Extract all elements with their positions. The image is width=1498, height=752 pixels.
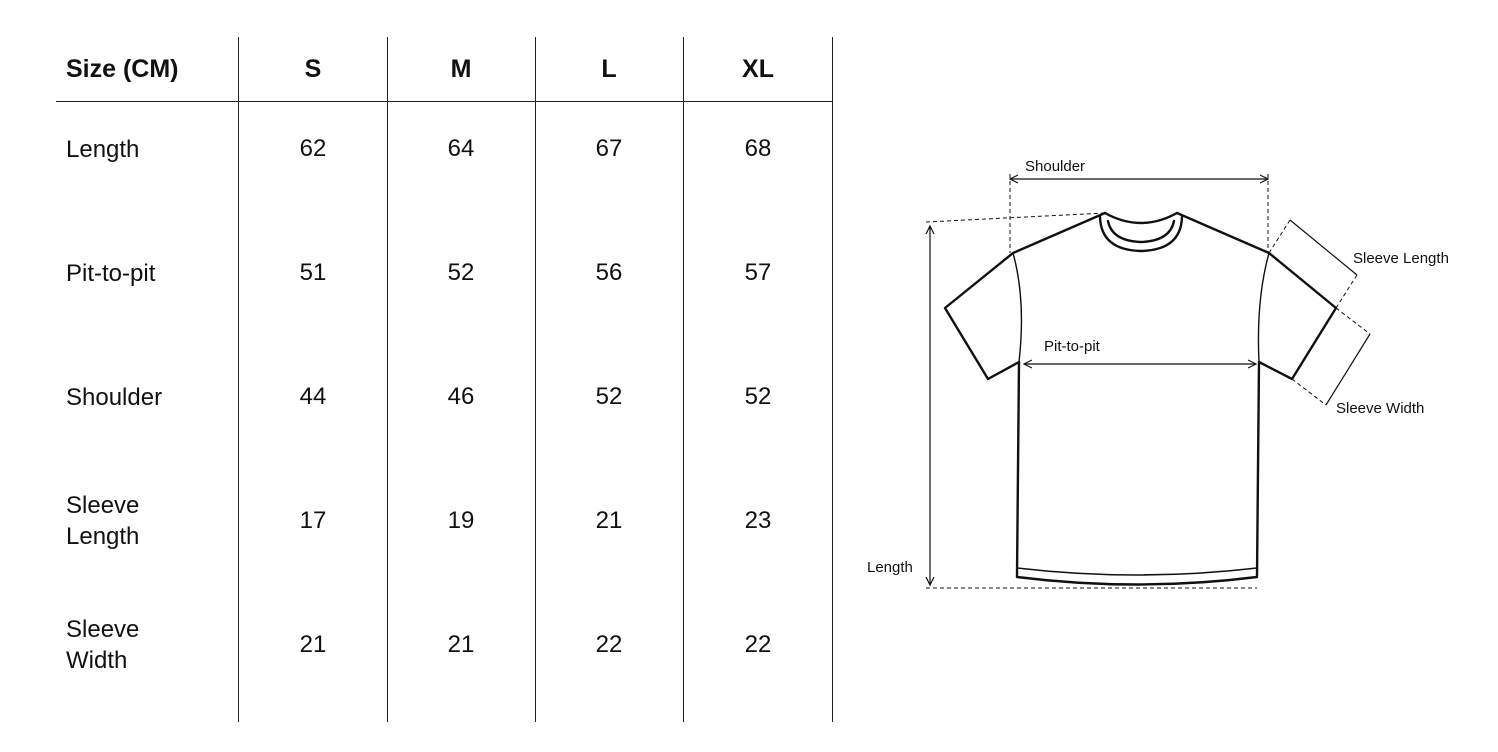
table-row-pit-to-pit: Pit-to-pit 51 52 56 57 — [56, 211, 833, 335]
row-label: Shoulder — [66, 383, 163, 411]
table-row-sleeve-width: Sleeve Width 21 21 22 22 — [56, 583, 833, 707]
header-size-xl: XL — [742, 54, 774, 83]
table-header-row: Size (CM) S M L XL — [56, 37, 833, 102]
column-divider — [535, 37, 536, 722]
cell-value: 52 — [447, 259, 475, 286]
row-label: Length — [66, 135, 140, 163]
cell-value: 21 — [447, 631, 475, 658]
cell-value: 21 — [595, 507, 623, 534]
column-divider — [387, 37, 388, 722]
cell-value: 62 — [299, 135, 327, 162]
header-size-l: L — [601, 54, 617, 83]
row-label: Sleeve Width — [66, 616, 140, 674]
row-label: Sleeve Length — [66, 492, 140, 550]
sleeve-width-line — [1325, 333, 1371, 406]
cell-value: 44 — [299, 383, 327, 410]
cell-value: 21 — [299, 631, 327, 658]
table-row-sleeve-length: Sleeve Length 17 19 21 23 — [56, 459, 833, 583]
sleeve-length-line — [1289, 219, 1358, 276]
header-size-cm: Size (CM) — [66, 54, 179, 83]
cell-value: 67 — [595, 135, 623, 162]
column-divider — [832, 37, 833, 722]
header-size-s: S — [304, 54, 322, 83]
cell-value: 19 — [447, 507, 475, 534]
cell-value: 57 — [744, 259, 772, 286]
size-chart-table: Size (CM) S M L XL Length 62 64 67 68 Pi… — [56, 37, 833, 722]
cell-value: 46 — [447, 383, 475, 410]
row-label: Pit-to-pit — [66, 259, 156, 287]
cell-value: 64 — [447, 135, 475, 162]
column-divider — [238, 37, 239, 722]
header-size-m: M — [450, 54, 472, 83]
cell-value: 22 — [744, 631, 772, 658]
shoulder-label: Shoulder — [1025, 158, 1086, 175]
cell-value: 51 — [299, 259, 327, 286]
column-divider — [683, 37, 684, 722]
cell-value: 52 — [595, 383, 623, 410]
table-row-shoulder: Shoulder 44 46 52 52 — [56, 335, 833, 459]
cell-value: 23 — [744, 507, 772, 534]
cell-value: 52 — [744, 383, 772, 410]
cell-value: 68 — [744, 135, 772, 162]
sleeve-length-label: Sleeve Length — [1353, 250, 1449, 267]
table-row-length: Length 62 64 67 68 — [56, 87, 833, 211]
tshirt-outline-graphic — [860, 174, 1371, 589]
cell-value: 17 — [299, 507, 327, 534]
cell-value: 56 — [595, 259, 623, 286]
pit-to-pit-label: Pit-to-pit — [1044, 338, 1100, 355]
tshirt-measurement-diagram: Shoulder Sleeve Length Pit-to-pit Sleeve… — [860, 140, 1480, 610]
cell-value: 22 — [595, 631, 623, 658]
length-label: Length — [867, 559, 913, 576]
sleeve-width-label: Sleeve Width — [1336, 400, 1425, 417]
